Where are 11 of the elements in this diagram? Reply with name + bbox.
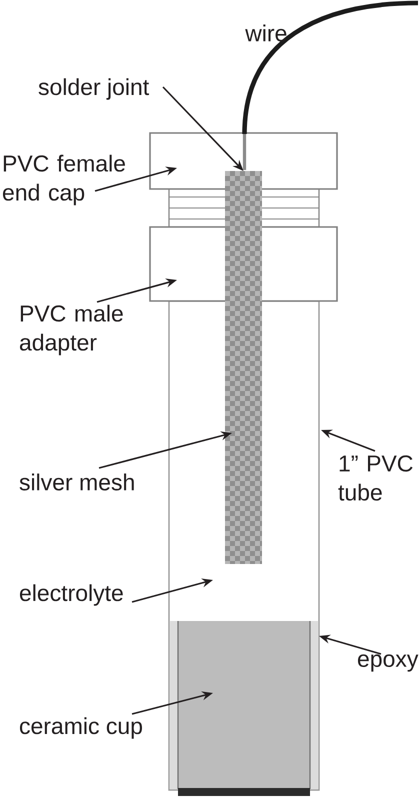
callout-label: 1” PVC tube [338, 455, 413, 501]
callout-label: epoxy [358, 654, 418, 672]
end-cap [149, 132, 338, 190]
callout-label: wire [245, 24, 286, 42]
callout-label: PVC male adapter [20, 304, 123, 356]
mesh-strip [225, 171, 262, 564]
callout-label: ceramic cup [20, 717, 142, 739]
callout-label: PVC female end cap [2, 154, 125, 206]
callout-label: silver mesh [20, 474, 134, 490]
callout-label: electrolyte [20, 584, 123, 606]
callout-label: solder joint [38, 78, 150, 100]
